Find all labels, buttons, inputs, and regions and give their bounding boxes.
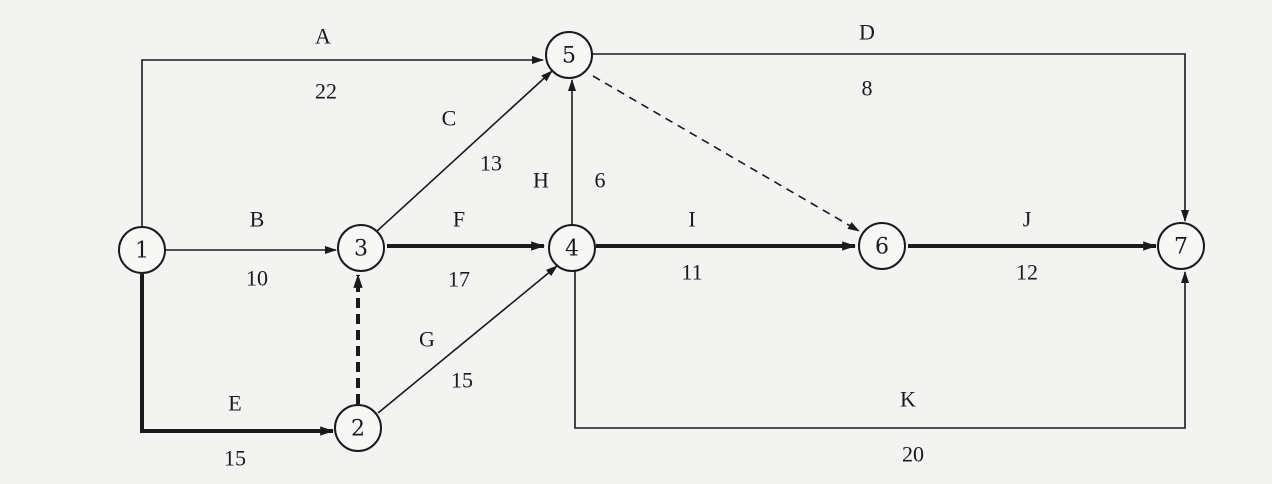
node-6: 6 bbox=[858, 222, 906, 270]
activity-e-name: E bbox=[228, 391, 241, 416]
activity-e-duration: 15 bbox=[224, 446, 246, 471]
activity-h-duration: 6 bbox=[595, 168, 606, 193]
node-7-label: 7 bbox=[1174, 235, 1188, 260]
activity-c-duration: 13 bbox=[480, 151, 502, 176]
node-2: 2 bbox=[334, 404, 382, 452]
node-1-label: 1 bbox=[135, 239, 149, 264]
node-6-label: 6 bbox=[875, 235, 889, 260]
activity-h-name: H bbox=[533, 168, 549, 193]
activity-a-arrow bbox=[141, 56, 544, 226]
node-2-label: 2 bbox=[351, 417, 365, 442]
node-4-label: 4 bbox=[565, 237, 579, 262]
activity-b-duration: 10 bbox=[246, 266, 268, 291]
activity-j-duration: 12 bbox=[1016, 260, 1038, 285]
activity-f-duration: 17 bbox=[448, 267, 470, 292]
activity-g-name: G bbox=[419, 327, 435, 352]
activity-a-duration: 22 bbox=[315, 79, 337, 104]
activity-a-name: A bbox=[315, 24, 331, 49]
activity-k-arrow bbox=[574, 270, 1189, 429]
node-5-label: 5 bbox=[562, 44, 576, 69]
dummy-activity-5-6-arrow bbox=[592, 75, 860, 232]
node-7: 7 bbox=[1157, 222, 1205, 270]
activity-d-duration: 8 bbox=[862, 76, 873, 101]
activity-g-duration: 15 bbox=[451, 368, 473, 393]
activity-b-name: B bbox=[250, 207, 265, 232]
node-3: 3 bbox=[337, 224, 385, 272]
activity-c-arrow bbox=[375, 70, 553, 233]
activity-e-arrow bbox=[140, 274, 335, 436]
node-5: 5 bbox=[545, 31, 593, 79]
activity-i-duration: 11 bbox=[681, 260, 702, 285]
activity-d-name: D bbox=[859, 20, 875, 45]
node-1: 1 bbox=[118, 226, 166, 274]
activity-k-duration: 20 bbox=[902, 442, 924, 467]
activity-c-name: C bbox=[442, 106, 457, 131]
node-3-label: 3 bbox=[354, 237, 368, 262]
activity-j-name: J bbox=[1023, 207, 1032, 232]
activity-k-name: K bbox=[900, 387, 916, 412]
activity-g-arrow bbox=[377, 265, 558, 414]
node-4: 4 bbox=[548, 224, 596, 272]
activity-d-arrow bbox=[592, 53, 1189, 222]
activity-f-name: F bbox=[453, 207, 465, 232]
activity-i-name: I bbox=[688, 207, 695, 232]
